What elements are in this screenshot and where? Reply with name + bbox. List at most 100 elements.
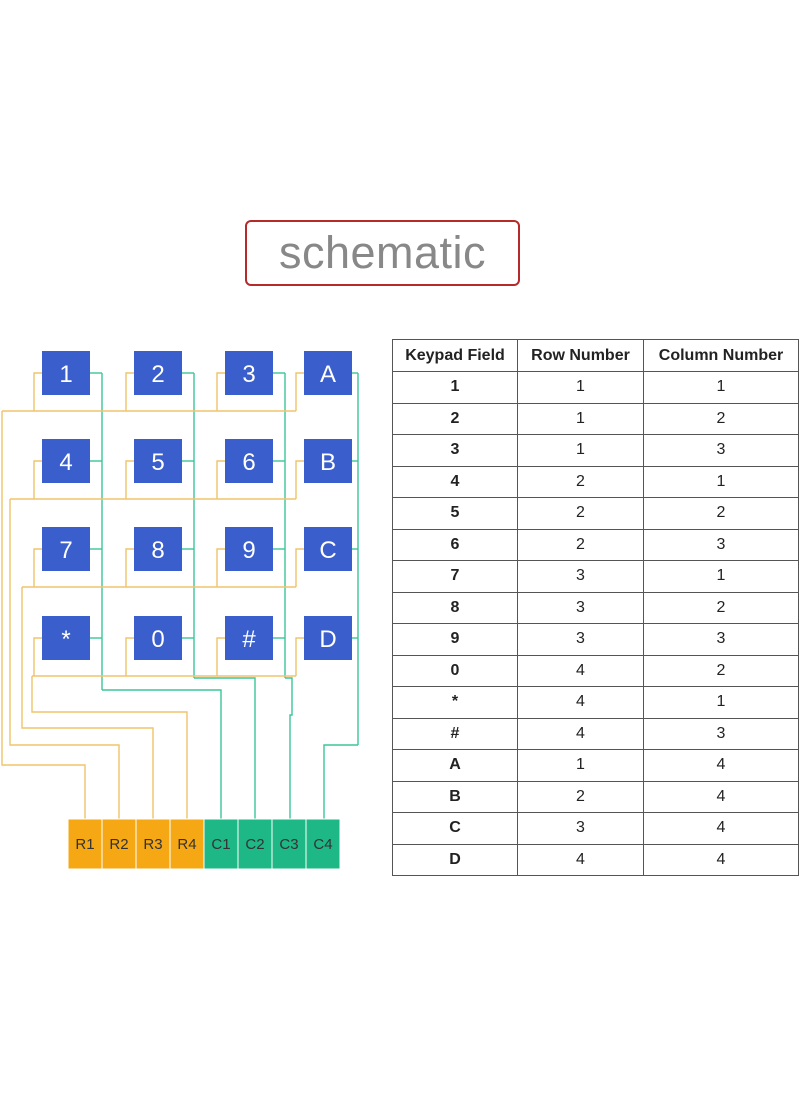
keypad-key: 6 (225, 439, 273, 483)
keypad-key: C (304, 527, 352, 571)
keypad-key: 4 (42, 439, 90, 483)
keypad-key: D (304, 616, 352, 660)
column-wires (90, 372, 359, 819)
key-label: D (319, 626, 336, 653)
cell-row-number: 3 (517, 623, 644, 656)
cell-column-number: 2 (643, 591, 799, 624)
row-stub-wire (125, 548, 134, 587)
cell-row-number: 2 (517, 465, 644, 498)
schematic-title: schematic (245, 220, 520, 286)
cell-row-number: 4 (517, 654, 644, 687)
pin-label: C3 (279, 836, 298, 853)
row-stub-wire (33, 637, 42, 676)
key-body (42, 527, 90, 571)
cell-keypad-field: A (392, 749, 518, 782)
cell-keypad-field: 3 (392, 434, 518, 467)
pin-label: C2 (245, 836, 264, 853)
row-stub-wire (33, 548, 42, 587)
row-stub-wire (216, 548, 225, 587)
cell-keypad-field: 1 (392, 371, 518, 404)
cell-column-number: 3 (643, 434, 799, 467)
row-stub-wire (125, 637, 134, 676)
pin-body (169, 818, 205, 870)
key-body (42, 351, 90, 395)
keypad-key: 8 (134, 527, 182, 571)
row-pin: R3 (135, 818, 171, 870)
key-body (304, 351, 352, 395)
row-route-wire (31, 676, 188, 819)
cell-column-number: 4 (643, 843, 799, 876)
header-row-number: Row Number (517, 339, 644, 372)
keypad-key: * (42, 616, 90, 660)
cell-row-number: 4 (517, 686, 644, 719)
key-label: B (320, 449, 336, 476)
cell-row-number: 1 (517, 749, 644, 782)
cell-row-number: 1 (517, 434, 644, 467)
pin-label: R3 (143, 836, 162, 853)
column-route-wire (323, 744, 358, 819)
cell-row-number: 1 (517, 402, 644, 435)
key-label: # (242, 626, 256, 653)
key-body (225, 351, 273, 395)
cell-keypad-field: C (392, 812, 518, 845)
row-stub-wire (295, 548, 304, 587)
row-wires (1, 372, 304, 819)
cell-keypad-field: 6 (392, 528, 518, 561)
row-stub-wire (216, 637, 225, 676)
cell-column-number: 4 (643, 749, 799, 782)
cell-row-number: 1 (517, 371, 644, 404)
column-pin: C1 (203, 818, 239, 870)
keypad-key: A (304, 351, 352, 395)
row-stub-wire (125, 372, 134, 411)
row-stub-wire (216, 372, 225, 411)
cell-row-number: 3 (517, 560, 644, 593)
key-body (225, 439, 273, 483)
cell-row-number: 2 (517, 528, 644, 561)
pin-label: R2 (109, 836, 128, 853)
pin-label: C4 (313, 836, 332, 853)
row-route-wire (21, 587, 154, 819)
key-body (225, 527, 273, 571)
keypad-key: 3 (225, 351, 273, 395)
key-label: 5 (151, 449, 164, 476)
column-route-wire (194, 677, 256, 819)
cell-row-number: 2 (517, 497, 644, 530)
row-route-wire (9, 499, 120, 819)
pin-body (67, 818, 103, 870)
column-pin: C4 (305, 818, 341, 870)
keypad-key: 9 (225, 527, 273, 571)
key-body (304, 439, 352, 483)
cell-keypad-field: 5 (392, 497, 518, 530)
row-stub-wire (295, 637, 304, 676)
key-label: 6 (242, 449, 255, 476)
key-label: 4 (59, 449, 72, 476)
key-body (42, 439, 90, 483)
row-pin: R2 (101, 818, 137, 870)
pin-body (101, 818, 137, 870)
cell-keypad-field: * (392, 686, 518, 719)
key-body (225, 616, 273, 660)
cell-column-number: 2 (643, 654, 799, 687)
key-label: A (320, 361, 336, 388)
cell-row-number: 3 (517, 591, 644, 624)
cell-column-number: 4 (643, 780, 799, 813)
row-stub-wire (33, 372, 42, 411)
key-body (134, 616, 182, 660)
cell-keypad-field: 0 (392, 654, 518, 687)
cell-column-number: 2 (643, 497, 799, 530)
cell-keypad-field: 7 (392, 560, 518, 593)
row-route-wire (1, 411, 86, 819)
key-label: 2 (151, 361, 164, 388)
cell-column-number: 3 (643, 528, 799, 561)
pin-label: C1 (211, 836, 230, 853)
